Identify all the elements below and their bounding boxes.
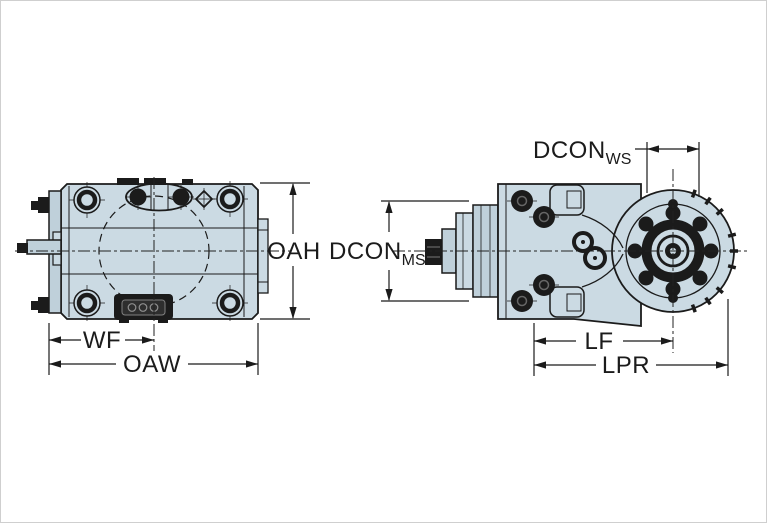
- side-view: [393, 169, 749, 353]
- dimension-lf: LF: [533, 323, 673, 376]
- dimension-label-lpr: LPR: [602, 352, 650, 379]
- arrowhead-icon: [49, 336, 61, 344]
- dimension-label-wf: WF: [83, 327, 121, 354]
- arrowhead-icon: [385, 289, 393, 301]
- arrowhead-icon: [49, 360, 61, 368]
- arrowhead-icon: [246, 360, 258, 368]
- dimension-label-oaw: OAW: [123, 351, 181, 378]
- dimension-dcon-ms: DCONMS: [329, 200, 469, 302]
- arrowhead-icon: [687, 145, 699, 153]
- arrowhead-icon: [142, 336, 154, 344]
- diamond-port-icon: [193, 188, 215, 210]
- dimension-wf: WF: [48, 323, 154, 375]
- corner-screw-icon: [212, 285, 248, 321]
- dimension-label-dcon-ws: DCONWS: [533, 137, 631, 168]
- dimension-label-dcon-ms: DCONMS: [329, 238, 426, 269]
- bottom-connector: [114, 294, 173, 323]
- clamp-bolt-icon: [529, 274, 559, 296]
- side-shaft: [17, 231, 62, 266]
- head-waist-line: [581, 214, 624, 249]
- corner-screw-icon: [69, 182, 105, 218]
- corner-screw-icon: [69, 285, 105, 321]
- dimension-oah: OAH: [260, 182, 321, 320]
- arrowhead-icon: [534, 337, 546, 345]
- front-view: [15, 177, 291, 351]
- body-pocket: [549, 184, 585, 216]
- dimension-oaw: OAW: [49, 323, 259, 378]
- head-small-bolt: [668, 199, 678, 209]
- bolt-icon: [129, 188, 147, 206]
- corner-screw-icon: [212, 181, 248, 217]
- bolt-icon: [172, 188, 190, 206]
- arrowhead-icon: [661, 337, 673, 345]
- clamp-bolt-icon: [529, 206, 559, 228]
- head-bolt-circle: [627, 205, 719, 297]
- left-lug-icon: [31, 197, 49, 213]
- dimension-label-oah: OAH: [267, 238, 321, 265]
- arrowhead-icon: [289, 183, 297, 195]
- clamp-bolt-icon: [507, 190, 537, 212]
- arrowhead-icon: [647, 145, 659, 153]
- arrowhead-icon: [716, 361, 728, 369]
- arrowhead-icon: [289, 307, 297, 319]
- body-pocket: [549, 286, 585, 318]
- dimension-lpr: LPR: [534, 299, 729, 379]
- dimension-label-lf: LF: [584, 328, 613, 355]
- right-flange: [257, 218, 269, 294]
- head-waist-line: [581, 253, 624, 288]
- dimension-dcon-ws: DCONWS: [533, 137, 700, 197]
- left-lug-icon: [31, 297, 49, 313]
- clamp-bolt-icon: [507, 290, 537, 312]
- top-boss: [117, 178, 194, 212]
- arrowhead-icon: [534, 361, 546, 369]
- arrowhead-icon: [385, 201, 393, 213]
